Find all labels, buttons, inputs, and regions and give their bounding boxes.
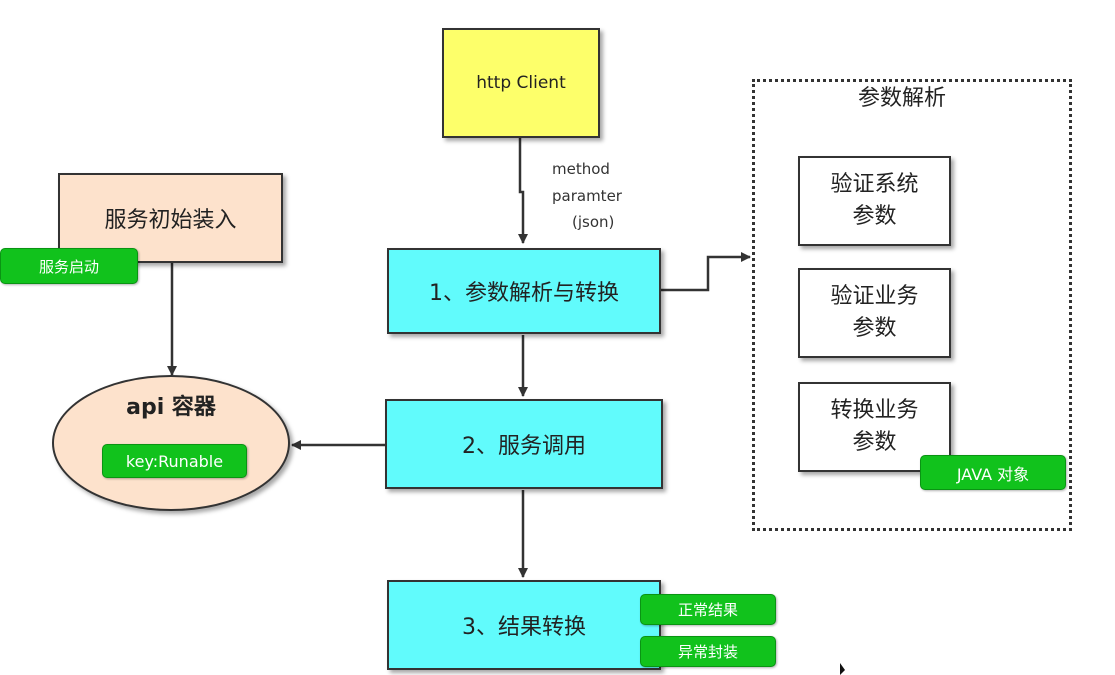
edge-label-method: method (552, 160, 610, 178)
convert-business-line2: 参数 (852, 430, 897, 455)
validate-business-line1: 验证业务 (830, 284, 919, 309)
convert-business-params-node: 转换业务 参数 (798, 382, 951, 472)
validate-system-line1: 验证系统 (830, 172, 919, 197)
normal-result-label: 正常结果 (677, 601, 738, 619)
key-runable-label: key:Runable (125, 451, 224, 471)
http-client-node: http Client (442, 28, 600, 138)
step2-label: 2、服务调用 (462, 434, 586, 459)
service-start-label: 服务启动 (38, 257, 99, 276)
http-client-label: http Client (476, 73, 566, 93)
step3-result-convert-node: 3、结果转换 (387, 580, 661, 670)
service-init-label: 服务初始装入 (104, 208, 237, 233)
java-object-tag: JAVA 对象 (920, 455, 1066, 490)
service-init-node: 服务初始装入 (58, 173, 283, 263)
exception-wrap-tag: 异常封装 (640, 636, 776, 667)
edge-label-paramter: paramter (552, 187, 622, 205)
api-container-label: api 容器 (126, 395, 216, 420)
arrow-step1-to-group (660, 252, 751, 292)
validate-business-line2: 参数 (852, 316, 897, 341)
arrow-client-to-step1 (518, 138, 528, 244)
step1-label: 1、参数解析与转换 (429, 281, 619, 306)
edge-label-json: (json) (572, 213, 615, 231)
mouse-cursor-icon (840, 663, 845, 675)
exception-wrap-label: 异常封装 (677, 643, 738, 661)
step1-parse-convert-node: 1、参数解析与转换 (387, 248, 661, 334)
param-parse-group (752, 79, 1072, 531)
convert-business-line1: 转换业务 (830, 398, 919, 423)
step3-label: 3、结果转换 (462, 615, 586, 640)
param-parse-group-title: 参数解析 (858, 86, 947, 111)
validate-business-params-node: 验证业务 参数 (798, 268, 951, 358)
validate-system-params-node: 验证系统 参数 (798, 156, 951, 246)
normal-result-tag: 正常结果 (640, 594, 776, 625)
java-object-label: JAVA 对象 (956, 464, 1030, 484)
service-start-tag: 服务启动 (0, 248, 138, 284)
api-container-node: api 容器 (52, 375, 290, 511)
step2-service-call-node: 2、服务调用 (385, 399, 663, 489)
validate-system-line2: 参数 (852, 204, 897, 229)
key-runable-tag: key:Runable (102, 444, 247, 478)
